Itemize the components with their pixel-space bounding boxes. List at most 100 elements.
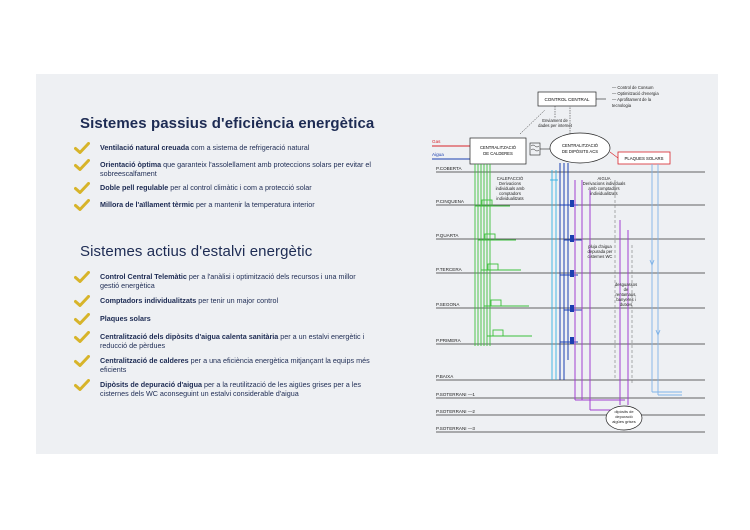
active-item: Dipòsits de depuració d'aigua per a la r… bbox=[74, 379, 374, 398]
item-keyword: Orientació òptima bbox=[100, 160, 162, 169]
item-keyword: Control Central Telemàtic bbox=[100, 272, 187, 281]
check-icon bbox=[74, 142, 90, 154]
item-description: per a una eficiència energètica mitjança… bbox=[100, 356, 370, 374]
item-keyword: Ventilació natural creuada bbox=[100, 143, 190, 152]
item-keyword: Doble pell regulable bbox=[100, 183, 169, 192]
active-item: Centralització de calderes per a una efi… bbox=[74, 355, 374, 374]
control-notes: — Control de Consum — Optimització d'ene… bbox=[612, 85, 659, 108]
svg-text:— Optimització d'energia: — Optimització d'energia bbox=[612, 91, 659, 96]
svg-text:cisternes WC: cisternes WC bbox=[588, 254, 613, 259]
check-icon bbox=[74, 379, 90, 391]
floor-label: P.SOTERRANI —2 bbox=[436, 409, 475, 414]
svg-text:— Aprofitament de la: — Aprofitament de la bbox=[612, 97, 652, 102]
data-sending-label: Enviament de dades per internet bbox=[538, 118, 573, 128]
svg-text:Derivacions individuals: Derivacions individuals bbox=[583, 181, 626, 186]
floor-label: P.QUARTA bbox=[436, 233, 459, 238]
item-description: per a mantenir la temperatura interior bbox=[193, 200, 315, 209]
passive-item: Orientació òptima que garanteix l'assole… bbox=[74, 159, 374, 178]
recycled-water-pipes bbox=[550, 170, 558, 380]
passive-item: Millora de l'aïllament tèrmic per a mant… bbox=[74, 199, 374, 212]
item-description: per a l'anàlisi i optimització dels recu… bbox=[100, 272, 356, 290]
svg-text:desguassos: desguassos bbox=[615, 282, 637, 287]
item-keyword: Dipòsits de depuració d'aigua bbox=[100, 380, 202, 389]
check-icon bbox=[74, 331, 90, 343]
check-icon bbox=[74, 199, 90, 211]
floor-label: P.SEGONA bbox=[436, 302, 460, 307]
active-systems-title: Sistemes actius d'estalvi energètic bbox=[80, 243, 313, 260]
svg-text:depurada per: depurada per bbox=[588, 249, 614, 254]
svg-text:Enviament de: Enviament de bbox=[542, 118, 568, 123]
item-keyword: Comptadors individualitzats bbox=[100, 296, 197, 305]
control-central-label: CONTROL CENTRAL bbox=[544, 97, 589, 102]
passive-systems-list: Ventilació natural creuada com a sistema… bbox=[74, 142, 374, 217]
gas-label: Gas bbox=[432, 139, 441, 144]
check-icon bbox=[74, 295, 90, 307]
active-item: Comptadors individualitzats per tenir un… bbox=[74, 295, 374, 308]
grey-water-treatment-tank bbox=[605, 405, 643, 431]
svg-text:dades per internet: dades per internet bbox=[538, 123, 573, 128]
item-keyword: Plaques solars bbox=[100, 314, 151, 323]
solar-return-pipes bbox=[649, 164, 682, 396]
svg-text:comptadors: comptadors bbox=[499, 191, 521, 196]
active-item: Control Central Telemàtic per a l'anàlis… bbox=[74, 271, 374, 290]
active-item: Centralització dels dipòsits d'aigua cal… bbox=[74, 331, 374, 350]
item-description: que garanteix l'assolellament amb protec… bbox=[100, 160, 372, 178]
item-description: per a la reutilització de les aigües gri… bbox=[100, 380, 361, 398]
svg-text:dipòsits de: dipòsits de bbox=[614, 409, 634, 414]
floor-label: P.TERCERA bbox=[436, 267, 463, 272]
passive-item: Doble pell regulable per al control clim… bbox=[74, 182, 374, 195]
check-icon bbox=[74, 182, 90, 194]
heating-note: CALEFACCIÓ Derivacions individuals amb c… bbox=[496, 176, 526, 201]
grey-water-pipes bbox=[574, 180, 629, 411]
drains-note: desguassos de rentamans, banyeres i dutx… bbox=[615, 282, 637, 307]
svg-text:banyeres i: banyeres i bbox=[616, 297, 635, 302]
water-in-label: Aigua bbox=[432, 152, 444, 157]
energy-installations-diagram: P.COBERTA P.CINQUENA P.QUARTA P.TERCERA P.SE… bbox=[432, 85, 705, 433]
floor-label: P.CINQUENA bbox=[436, 199, 465, 204]
svg-text:individualitzats: individualitzats bbox=[496, 196, 523, 201]
item-description: per al control climàtic i com a protecci… bbox=[168, 183, 312, 192]
svg-text:PLAQUES SOLARS: PLAQUES SOLARS bbox=[625, 156, 664, 161]
active-item: Plaques solars bbox=[74, 313, 374, 326]
floor-label: P.SOTERRANI —1 bbox=[436, 392, 475, 397]
floor-label: P.SOTERRANI —3 bbox=[436, 426, 475, 431]
check-icon bbox=[74, 271, 90, 283]
svg-text:AIGUA: AIGUA bbox=[597, 176, 610, 181]
floor-label: P.COBERTA bbox=[436, 166, 462, 171]
svg-text:CENTRALITZACIÓ: CENTRALITZACIÓ bbox=[562, 143, 599, 148]
svg-text:de: de bbox=[624, 287, 629, 292]
content-panel bbox=[36, 74, 718, 454]
floor-label: P.PRIMERA bbox=[436, 338, 462, 343]
recycled-water-note: pluja d'aigua depurada per cisternes WC bbox=[588, 244, 614, 259]
svg-text:tecnologia: tecnologia bbox=[612, 103, 632, 108]
svg-text:CALEFACCIÓ: CALEFACCIÓ bbox=[497, 176, 524, 181]
svg-text:rentamans,: rentamans, bbox=[616, 292, 637, 297]
svg-text:depuració: depuració bbox=[615, 414, 633, 419]
svg-text:dutxes: dutxes bbox=[620, 302, 632, 307]
check-icon bbox=[74, 159, 90, 171]
svg-text:amb comptadors: amb comptadors bbox=[588, 186, 619, 191]
water-note: AIGUA Derivacions individuals amb compta… bbox=[583, 176, 626, 196]
item-keyword: Millora de l'aïllament tèrmic bbox=[100, 200, 194, 209]
acs-tanks-centralization bbox=[549, 132, 611, 164]
boiler-centralization-box bbox=[469, 137, 527, 165]
svg-text:pluja d'aigua: pluja d'aigua bbox=[588, 244, 612, 249]
item-description: per a un estalvi energètic i reducció de… bbox=[100, 332, 365, 350]
svg-text:individuals amb: individuals amb bbox=[496, 186, 526, 191]
svg-text:Derivacions: Derivacions bbox=[499, 181, 521, 186]
item-description: per tenir un major control bbox=[196, 296, 279, 305]
item-keyword: Centralització dels dipòsits d'aigua cal… bbox=[100, 332, 279, 341]
check-icon bbox=[74, 313, 90, 325]
active-systems-list: Control Central Telemàtic per a l'anàlis… bbox=[74, 271, 374, 404]
item-keyword: Centralització de calderes bbox=[100, 356, 189, 365]
passive-item: Ventilació natural creuada com a sistema… bbox=[74, 142, 374, 155]
svg-text:DE DIPÒSITS ACS: DE DIPÒSITS ACS bbox=[562, 149, 598, 154]
check-icon bbox=[74, 355, 90, 367]
svg-text:DE CALDERES: DE CALDERES bbox=[483, 151, 513, 156]
svg-text:aigües grises: aigües grises bbox=[612, 419, 636, 424]
svg-text:individualitzats: individualitzats bbox=[590, 191, 617, 196]
heating-pipes bbox=[474, 164, 532, 346]
svg-text:CENTRALITZACIÓ: CENTRALITZACIÓ bbox=[480, 145, 517, 150]
svg-text:— Control de Consum: — Control de Consum bbox=[612, 85, 654, 90]
passive-systems-title: Sistemes passius d'eficiència energètica bbox=[80, 115, 375, 132]
